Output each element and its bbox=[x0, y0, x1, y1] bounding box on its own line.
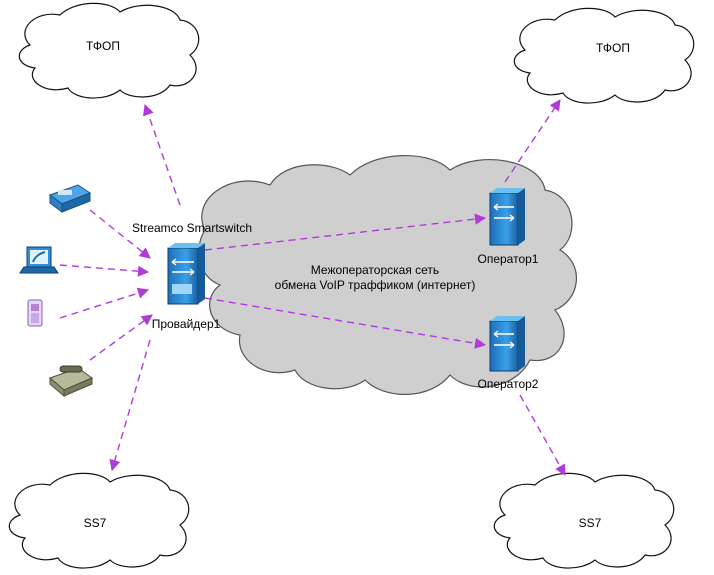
provider-caption: Streamco Smartswitch bbox=[132, 221, 252, 235]
ss7-cloud-left bbox=[8, 472, 190, 569]
pstn-label-left: ТФОП bbox=[86, 39, 120, 53]
arrow-mobile-to-provider bbox=[59, 287, 150, 319]
operator2-label: Оператор2 bbox=[478, 377, 539, 391]
pstn-cloud-right bbox=[513, 7, 695, 104]
provider-label: Провайдер1 bbox=[152, 317, 221, 331]
arrow-phone-to-provider bbox=[89, 314, 153, 361]
desk-phone-icon bbox=[49, 365, 94, 398]
connection-arrows bbox=[59, 99, 566, 476]
arrow-operator2-to-ss7 bbox=[519, 394, 566, 476]
arrow-provider-to-ss7 bbox=[109, 339, 151, 472]
arrow-fax-to-provider bbox=[89, 209, 151, 259]
network-description-line2: обмена VoIP траффиком (интернет) bbox=[275, 278, 476, 292]
ss7-label-right: SS7 bbox=[579, 516, 602, 530]
fax-icon bbox=[48, 184, 92, 213]
operator2-switch-icon bbox=[489, 316, 525, 372]
pstn-cloud-left bbox=[18, 2, 200, 99]
operator1-label: Оператор1 bbox=[478, 252, 539, 266]
arrow-operator1-to-pstn bbox=[504, 99, 561, 183]
operator1-switch-icon bbox=[489, 188, 525, 246]
arrow-provider-to-pstn bbox=[143, 103, 181, 206]
network-description-line1: Межоператорская сеть bbox=[311, 263, 439, 277]
laptop-icon bbox=[19, 246, 59, 274]
arrow-laptop-to-provider bbox=[59, 264, 150, 277]
provider-switch-icon bbox=[167, 243, 205, 305]
arrow-provider-to-operator1 bbox=[204, 213, 487, 251]
ss7-label-left: SS7 bbox=[84, 516, 107, 530]
pstn-label-right: ТФОП bbox=[596, 41, 630, 55]
mobile-phone-icon bbox=[27, 299, 43, 327]
